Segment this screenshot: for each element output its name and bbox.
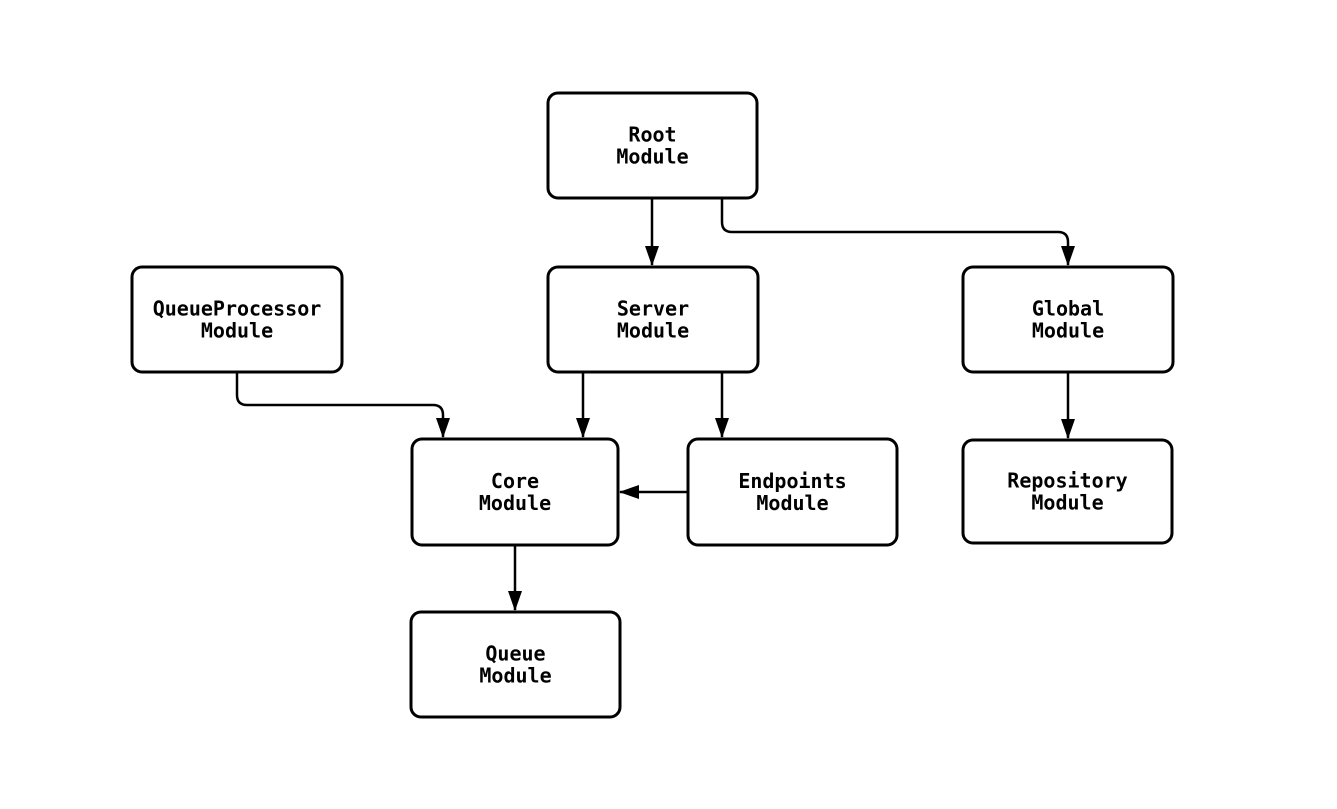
node-global-label-line2: Module <box>1032 319 1104 343</box>
node-core-label-line1: Core <box>491 469 539 493</box>
nodes-layer: Root Module QueueProcessor Module Server… <box>130 91 1175 719</box>
node-queueprocessor-label-line1: QueueProcessor <box>153 297 322 321</box>
node-queueprocessor-box <box>130 265 344 374</box>
edge-root-to-global <box>720 198 1075 266</box>
edges-layer <box>235 198 1075 611</box>
node-global-module: Global Module <box>961 265 1175 374</box>
node-server-label-line2: Module <box>617 319 689 343</box>
node-core-box <box>410 437 620 547</box>
node-queue-label-line2: Module <box>479 664 551 688</box>
node-repository-module: Repository Module <box>961 438 1174 545</box>
node-root-label-line1: Root <box>628 123 676 147</box>
node-root-box <box>546 91 759 200</box>
node-repository-label-line1: Repository <box>1007 469 1127 493</box>
node-queueprocessor-label-line2: Module <box>201 319 273 343</box>
node-queue-label-line1: Queue <box>485 642 545 666</box>
node-root-label-line2: Module <box>616 145 688 169</box>
node-repository-label-line2: Module <box>1031 491 1103 515</box>
node-core-label-line2: Module <box>479 491 551 515</box>
node-endpoints-module: Endpoints Module <box>686 437 899 547</box>
edge-queueprocessor-to-core <box>235 372 450 438</box>
node-global-box <box>961 265 1175 374</box>
node-endpoints-label-line2: Module <box>756 491 828 515</box>
node-queueprocessor-module: QueueProcessor Module <box>130 265 344 374</box>
node-server-module: Server Module <box>546 265 760 374</box>
node-queue-module: Queue Module <box>409 610 622 719</box>
node-server-box <box>546 265 760 374</box>
node-queue-box <box>409 610 622 719</box>
node-endpoints-box <box>686 437 899 547</box>
node-repository-box <box>961 438 1174 545</box>
node-core-module: Core Module <box>410 437 620 547</box>
node-global-label-line1: Global <box>1032 297 1104 321</box>
node-endpoints-label-line1: Endpoints <box>738 469 846 493</box>
node-server-label-line1: Server <box>617 297 689 321</box>
node-root-module: Root Module <box>546 91 759 200</box>
